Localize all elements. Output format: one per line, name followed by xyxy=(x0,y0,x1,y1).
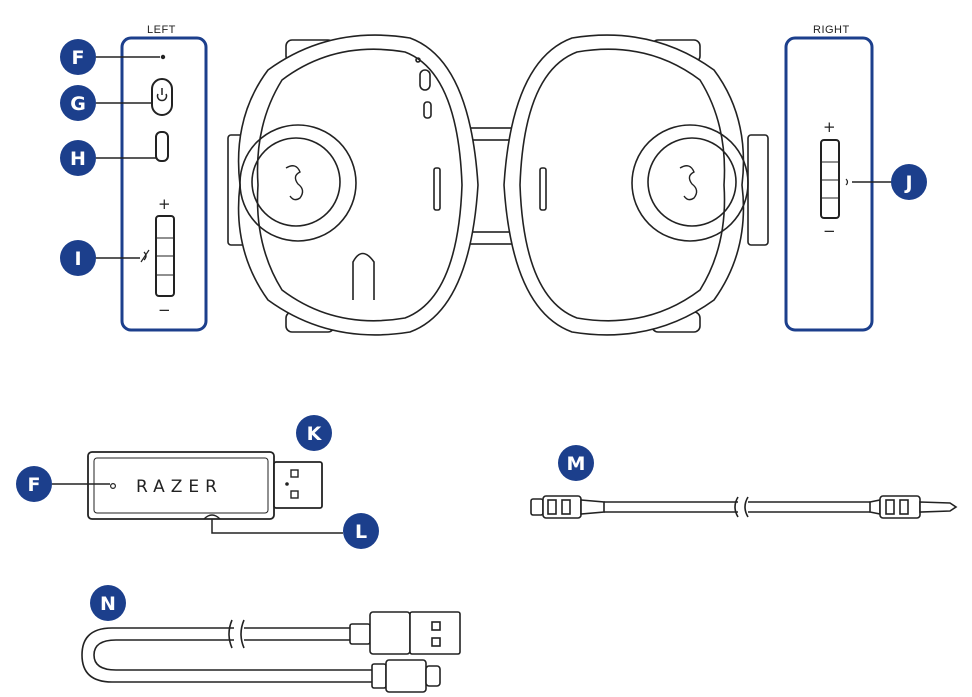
svg-text:J: J xyxy=(903,172,912,194)
svg-text:N: N xyxy=(100,593,116,615)
svg-text:F: F xyxy=(28,474,41,496)
right-panel-label: RIGHT xyxy=(813,24,850,36)
callout-G: G xyxy=(60,85,152,121)
optical-cable xyxy=(531,496,956,518)
volume-minus-sign: − xyxy=(158,301,171,319)
svg-text:L: L xyxy=(355,521,367,543)
callout-N: N xyxy=(90,585,126,621)
callout-K: K xyxy=(296,415,332,451)
volume-minus-sign-right: − xyxy=(823,222,836,240)
svg-text:H: H xyxy=(70,148,86,170)
callout-M: M xyxy=(558,445,594,481)
callout-H: H xyxy=(60,140,157,176)
volume-plus-sign: + xyxy=(158,195,171,213)
left-side-panel: LEFT + − xyxy=(122,24,206,330)
volume-plus-sign-right: + xyxy=(823,118,836,136)
callout-I: I xyxy=(60,240,140,276)
usb-a-to-c-cable xyxy=(82,612,460,692)
svg-text:M: M xyxy=(567,453,586,475)
audio-wave-icon xyxy=(846,179,848,185)
svg-text:G: G xyxy=(70,93,86,115)
svg-text:F: F xyxy=(72,47,85,69)
usb-dongle: RAZER xyxy=(88,452,322,519)
status-led xyxy=(161,55,165,59)
dongle-brand-text: RAZER xyxy=(136,477,223,497)
mic-mute-icon xyxy=(141,250,149,262)
usb-c-port-icon xyxy=(156,132,168,161)
power-button xyxy=(152,79,172,115)
callout-J: J xyxy=(852,164,927,200)
right-side-panel: RIGHT + − xyxy=(786,24,872,330)
volume-rocker-right xyxy=(821,140,839,218)
callout-F-top: F xyxy=(60,39,160,75)
svg-text:K: K xyxy=(307,423,323,445)
headset-illustration xyxy=(228,35,768,335)
left-panel-label: LEFT xyxy=(147,24,176,36)
svg-text:I: I xyxy=(74,248,81,270)
